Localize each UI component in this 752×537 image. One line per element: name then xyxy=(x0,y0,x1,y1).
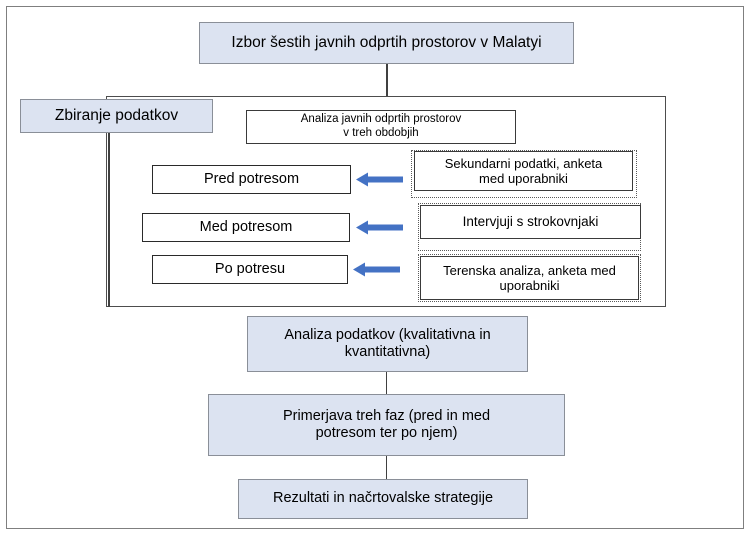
arrow-left-3 xyxy=(353,261,400,278)
node-title-selection[interactable]: Izbor šestih javnih odprtih prostorov v … xyxy=(199,22,574,64)
data-collection-container xyxy=(106,96,666,307)
connector-collection-down xyxy=(108,133,110,307)
connector-title-to-container xyxy=(386,64,388,97)
arrow-left-icon xyxy=(353,262,400,277)
node-phase-during[interactable]: Med potresom xyxy=(142,213,350,242)
method-box-3-outline: Terenska analiza, anketa med uporabniki xyxy=(418,254,641,302)
arrow-left-2 xyxy=(356,219,403,236)
method-box-2-outline: Intervjuji s strokovnjaki xyxy=(418,203,641,251)
arrow-left-icon xyxy=(356,220,403,235)
node-analysis-three-periods[interactable]: Analiza javnih odprtih prostorov v treh … xyxy=(246,110,516,144)
connector-comparison-to-results xyxy=(386,456,387,479)
node-phase-after[interactable]: Po potresu xyxy=(152,255,348,284)
node-method-field-analysis[interactable]: Terenska analiza, anketa med uporabniki xyxy=(420,256,639,300)
connector-analysis-to-comparison xyxy=(386,372,387,394)
arrow-left-icon xyxy=(356,172,403,187)
node-method-expert-interviews[interactable]: Intervjuji s strokovnjaki xyxy=(420,205,641,239)
method-box-1-outline: Sekundarni podatki, anketa med uporabnik… xyxy=(411,150,637,198)
arrow-left-1 xyxy=(356,171,403,188)
node-method-secondary-data[interactable]: Sekundarni podatki, anketa med uporabnik… xyxy=(414,151,633,191)
node-phase-before[interactable]: Pred potresom xyxy=(152,165,351,194)
node-data-collection[interactable]: Zbiranje podatkov xyxy=(20,99,213,133)
page-frame xyxy=(6,6,744,529)
node-results-strategies[interactable]: Rezultati in načrtovalske strategije xyxy=(238,479,528,519)
node-data-analysis[interactable]: Analiza podatkov (kvalitativna in kvanti… xyxy=(247,316,528,372)
node-phase-comparison[interactable]: Primerjava treh faz (pred in med potreso… xyxy=(208,394,565,456)
